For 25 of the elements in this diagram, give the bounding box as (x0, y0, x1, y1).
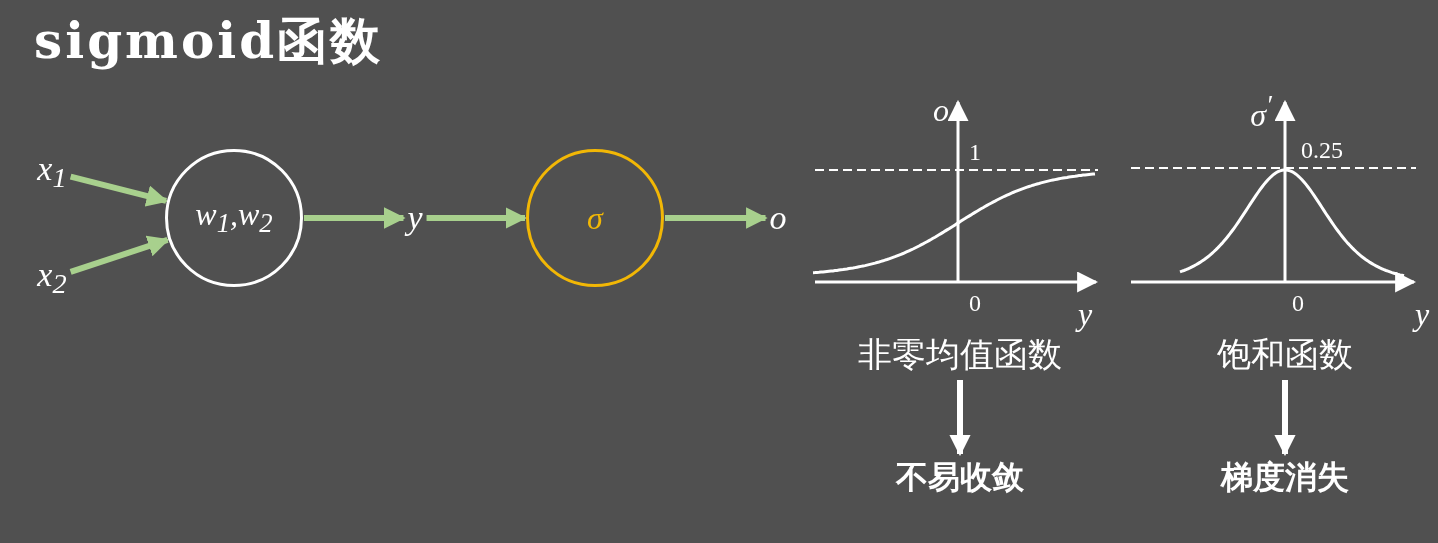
consequence-label: 不易收敛 (896, 456, 1024, 500)
arrow (665, 207, 768, 229)
axis-label: y (1414, 295, 1430, 333)
tick-label: 1 (969, 138, 981, 166)
tick-label: 0 (969, 289, 981, 317)
neuron-circle: w$_{1}$,w$_{2}$ (165, 149, 303, 287)
arrow (304, 207, 406, 229)
tick-label: 0.25 (1301, 136, 1343, 164)
activation-circle: σ (526, 149, 664, 287)
input-label: x$_{1}$ (37, 149, 67, 195)
arrow (1274, 380, 1296, 457)
axis-label: σ$^{′}$ (1250, 90, 1272, 134)
input-label: x$_{2}$ (37, 255, 67, 301)
arrow (426, 207, 528, 229)
arrow (949, 380, 971, 457)
axis-label: o (933, 91, 949, 129)
arrow (69, 235, 170, 275)
property-label: 饱和函数 (1217, 332, 1353, 378)
arrow (69, 173, 169, 207)
consequence-label: 梯度消失 (1221, 456, 1349, 500)
tick-label: 0 (1292, 289, 1304, 317)
title: sigmoid函数 (34, 10, 384, 72)
axis-label: y (1077, 295, 1093, 333)
output-label: o (769, 199, 787, 237)
property-label: 非零均值函数 (858, 332, 1062, 378)
